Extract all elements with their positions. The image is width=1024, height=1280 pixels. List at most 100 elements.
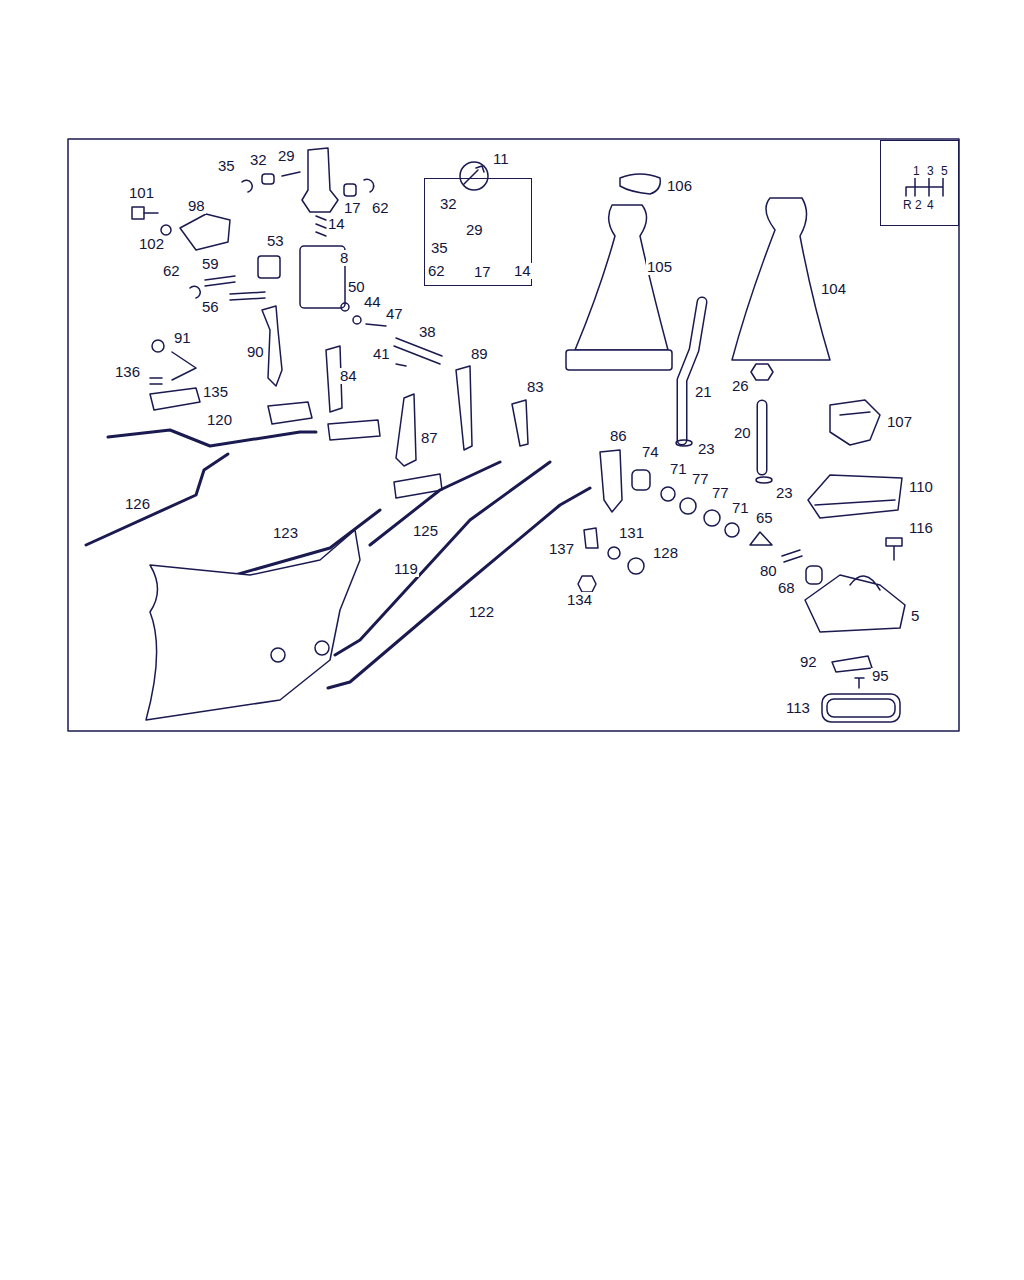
- tray: [808, 475, 902, 518]
- callout-number: 65: [755, 510, 774, 526]
- callout-number: 77: [691, 471, 710, 487]
- lever: [512, 400, 528, 446]
- callout-number: 120: [206, 412, 233, 428]
- callout-number: 134: [566, 592, 593, 608]
- shift-rod: [86, 454, 228, 545]
- shift-boot: [732, 198, 830, 360]
- gasket: [827, 699, 895, 717]
- callout-number: 41: [372, 346, 391, 362]
- callout-number: 38: [418, 324, 437, 340]
- callout-number: 21: [694, 384, 713, 400]
- callout-number: 123: [272, 525, 299, 541]
- callout-number: 131: [618, 525, 645, 541]
- callout-number: 68: [777, 580, 796, 596]
- callout-number: 17: [343, 200, 362, 216]
- callout-number: 29: [277, 148, 296, 164]
- wrench-icon: [464, 166, 484, 184]
- callout-number: 86: [609, 428, 628, 444]
- selector-fork: [302, 148, 338, 212]
- diagram-frame: [68, 139, 959, 731]
- callout-number: 80: [759, 563, 778, 579]
- callout-number: 116: [908, 520, 934, 536]
- callout-number: 106: [666, 178, 693, 194]
- callout-number: 71: [731, 500, 750, 516]
- callout-number: 91: [173, 330, 192, 346]
- callout-number: 32: [439, 196, 458, 212]
- callout-number: 29: [465, 222, 484, 238]
- callout-number: 128: [652, 545, 679, 561]
- callout-number: 32: [249, 152, 268, 168]
- callout-number: 135: [202, 384, 229, 400]
- gear-label: 2: [914, 199, 923, 212]
- circlip: [756, 477, 772, 483]
- callout-number: 5: [910, 608, 920, 624]
- shift-rod: [758, 405, 766, 470]
- callout-number: 98: [187, 198, 206, 214]
- callout-number: 47: [385, 306, 404, 322]
- screw: [855, 678, 864, 688]
- bracket: [180, 214, 230, 250]
- callout-number: 53: [266, 233, 285, 249]
- circlip: [676, 440, 692, 446]
- lever: [262, 306, 282, 386]
- bolt: [886, 538, 902, 560]
- callout-number: 35: [430, 240, 449, 256]
- callout-number: 90: [246, 344, 265, 360]
- callout-number: 62: [427, 263, 446, 279]
- wrench-icon: [460, 162, 488, 190]
- callout-number: 95: [871, 668, 890, 684]
- callout-number: 71: [669, 461, 688, 477]
- callout-number: 105: [646, 259, 673, 275]
- plate: [750, 532, 772, 545]
- callout-number: 126: [124, 496, 151, 512]
- inset-box: 11322935621714: [424, 178, 532, 286]
- boot-frame: [566, 350, 672, 370]
- callout-number: 26: [731, 378, 750, 394]
- callout-number: 125: [412, 523, 439, 539]
- gasket: [822, 694, 900, 722]
- callout-number: 136: [114, 364, 141, 380]
- gear-label: 5: [940, 165, 949, 178]
- gear-label: 4: [926, 199, 935, 212]
- bushing: [632, 470, 650, 490]
- gear-label: R: [902, 199, 913, 212]
- callout-number: 87: [420, 430, 439, 446]
- callout-number: 137: [548, 541, 575, 557]
- lever: [600, 450, 622, 512]
- shift-rod: [108, 430, 316, 446]
- bushing: [806, 566, 822, 584]
- lever: [456, 366, 472, 450]
- nut: [751, 364, 773, 380]
- callout-number: 50: [347, 279, 366, 295]
- lever: [396, 394, 416, 466]
- callout-number: 119: [393, 561, 419, 577]
- shift-pattern: [906, 178, 943, 196]
- gear-label: 3: [926, 165, 935, 178]
- callout-number: 89: [470, 346, 489, 362]
- callout-number: 101: [128, 185, 155, 201]
- callout-number: 23: [775, 485, 794, 501]
- callout-number: 20: [733, 425, 752, 441]
- callout-number: 62: [371, 200, 390, 216]
- transmission-housing: [146, 530, 360, 720]
- callout-number: 102: [138, 236, 165, 252]
- plate: [832, 656, 872, 672]
- callout-number: 14: [513, 263, 532, 279]
- spring: [782, 550, 802, 562]
- spring: [316, 216, 326, 236]
- shift-rod: [335, 462, 550, 655]
- callout-number: 83: [526, 379, 545, 395]
- gear-label: 1: [912, 165, 921, 178]
- callout-number: 113: [785, 700, 811, 716]
- callout-number: 44: [363, 294, 382, 310]
- callout-number: 14: [327, 216, 346, 232]
- callout-number: 59: [201, 256, 220, 272]
- shift-pattern-box: 135R24: [880, 140, 959, 226]
- callout-number: 8: [339, 250, 349, 266]
- callout-number: 35: [217, 158, 236, 174]
- callout-number: 62: [162, 263, 181, 279]
- shift-lever: [682, 302, 702, 440]
- callout-number: 74: [641, 444, 660, 460]
- callout-number: 56: [201, 299, 220, 315]
- callout-number: 17: [473, 264, 492, 280]
